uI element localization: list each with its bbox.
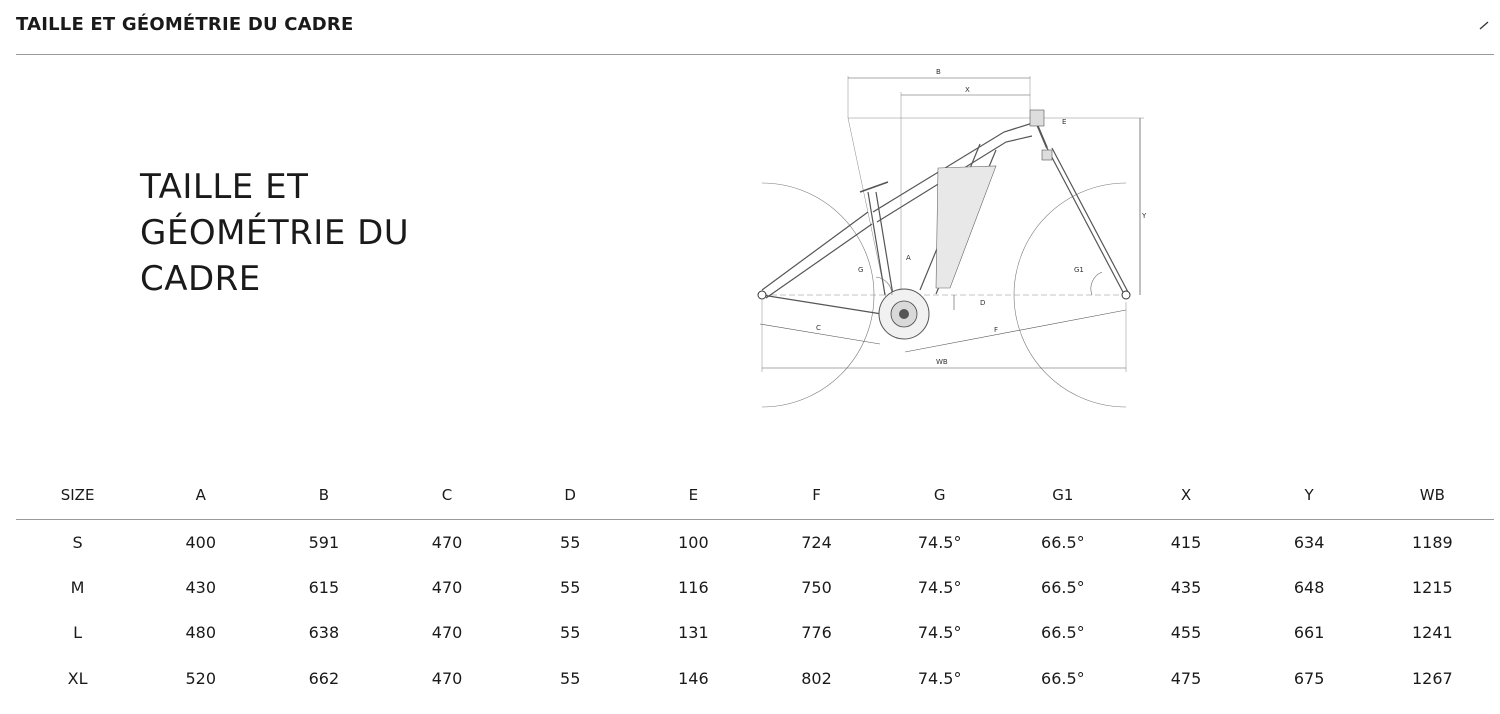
- frame-geometry-diagram: B X Y E A G G1 D C F WB: [740, 62, 1160, 412]
- table-cell: 1241: [1412, 623, 1453, 643]
- dim-label-c: C: [816, 324, 821, 332]
- table-cell: 591: [308, 532, 340, 552]
- battery-pack: [935, 165, 997, 289]
- dim-label-e: E: [1062, 118, 1066, 126]
- table-cell: 776: [801, 623, 832, 643]
- table-cell: 648: [1293, 577, 1325, 597]
- table-cell: 455: [1170, 623, 1202, 643]
- column-header-f: F: [754, 472, 879, 520]
- table-cell: 750: [801, 577, 832, 597]
- table-cell: 66.5°: [1041, 577, 1085, 597]
- table-cell: 724: [801, 532, 832, 552]
- table-cell: 615: [308, 577, 340, 597]
- table-cell: 470: [431, 532, 463, 552]
- table-cell: 475: [1170, 668, 1202, 688]
- dim-label-g1: G1: [1074, 266, 1084, 274]
- collapse-icon: [1479, 21, 1489, 30]
- table-row: S 400 591 470 55 100 724 74.5° 66.5° 415…: [16, 519, 1494, 565]
- table-cell: 74.5°: [917, 577, 962, 597]
- table-cell: 470: [431, 577, 463, 597]
- column-header-b: B: [262, 472, 386, 520]
- dim-label-a: A: [906, 254, 911, 262]
- table-cell: 131: [678, 623, 709, 643]
- table-cell: 661: [1293, 623, 1325, 643]
- table-cell: 100: [678, 532, 709, 552]
- column-header-g: G: [878, 472, 1002, 520]
- table-cell: 802: [801, 668, 832, 688]
- section-header: TAILLE ET GÉOMÉTRIE DU CADRE: [16, 0, 1494, 55]
- table-cell: 55: [560, 532, 581, 552]
- table-cell: 66.5°: [1041, 532, 1085, 552]
- dim-label-g: G: [858, 266, 863, 274]
- table-row: XL 520 662 470 55 146 802 74.5° 66.5° 47…: [16, 656, 1494, 702]
- geometry-table: SIZE A B C D E F G G1 X Y WB S 400 591 4…: [16, 472, 1494, 701]
- table-cell: 415: [1170, 532, 1202, 552]
- column-header-d: D: [508, 472, 632, 520]
- table-cell: 675: [1293, 668, 1325, 688]
- table-cell: 662: [308, 668, 340, 688]
- rear-axle: [757, 290, 767, 300]
- column-header-y: Y: [1247, 472, 1371, 520]
- table-cell: 435: [1170, 577, 1202, 597]
- table-row: L 480 638 470 55 131 776 74.5° 66.5° 455…: [16, 610, 1494, 656]
- table-cell: 520: [185, 668, 216, 688]
- dim-label-y: Y: [1141, 212, 1147, 220]
- dim-label-b: B: [936, 68, 941, 76]
- table-cell: 74.5°: [917, 623, 962, 643]
- table-cell: 55: [560, 668, 581, 688]
- table-cell: 1215: [1412, 577, 1453, 597]
- table-cell: 634: [1293, 532, 1325, 552]
- column-header-e: E: [631, 472, 755, 520]
- column-header-c: C: [385, 472, 509, 520]
- column-header-g1: G1: [1001, 472, 1125, 520]
- section-heading: TAILLE ET GÉOMÉTRIE DU CADRE: [140, 164, 470, 302]
- table-cell: 400: [185, 532, 216, 552]
- table-header-row: SIZE A B C D E F G G1 X Y WB: [16, 472, 1494, 520]
- section-heading-line-2: GÉOMÉTRIE DU: [140, 213, 410, 253]
- table-cell: L: [73, 623, 83, 643]
- table-cell: 480: [185, 623, 216, 643]
- table-cell: 55: [560, 623, 581, 643]
- collapse-toggle-button[interactable]: [1474, 14, 1494, 36]
- column-header-x: X: [1124, 472, 1248, 520]
- table-cell: M: [70, 577, 85, 597]
- front-axle: [1121, 290, 1131, 300]
- table-cell: 74.5°: [917, 668, 962, 688]
- dim-label-f: F: [994, 326, 998, 334]
- column-header-wb: WB: [1370, 472, 1494, 520]
- table-cell: 66.5°: [1041, 623, 1085, 643]
- table-cell: 146: [678, 668, 709, 688]
- section-heading-line-1: TAILLE ET: [140, 167, 309, 207]
- table-cell: 430: [185, 577, 216, 597]
- table-cell: S: [72, 532, 83, 552]
- table-cell: 66.5°: [1041, 668, 1085, 688]
- table-row: M 430 615 470 55 116 750 74.5° 66.5° 435…: [16, 565, 1494, 611]
- table-cell: 1267: [1412, 668, 1453, 688]
- table-cell: XL: [67, 668, 88, 688]
- section-heading-line-3: CADRE: [140, 259, 261, 299]
- table-cell: 638: [308, 623, 340, 643]
- dim-label-d: D: [980, 299, 985, 307]
- table-cell: 470: [431, 623, 463, 643]
- column-header-a: A: [139, 472, 263, 520]
- section-header-title: TAILLE ET GÉOMÉTRIE DU CADRE: [16, 14, 354, 35]
- column-header-size: SIZE: [16, 472, 140, 520]
- table-cell: 470: [431, 668, 463, 688]
- table-cell: 74.5°: [917, 532, 962, 552]
- table-cell: 55: [560, 577, 581, 597]
- dim-label-x: X: [965, 86, 970, 94]
- table-cell: 116: [678, 577, 709, 597]
- dim-label-wb: WB: [936, 358, 948, 366]
- table-cell: 1189: [1412, 532, 1453, 552]
